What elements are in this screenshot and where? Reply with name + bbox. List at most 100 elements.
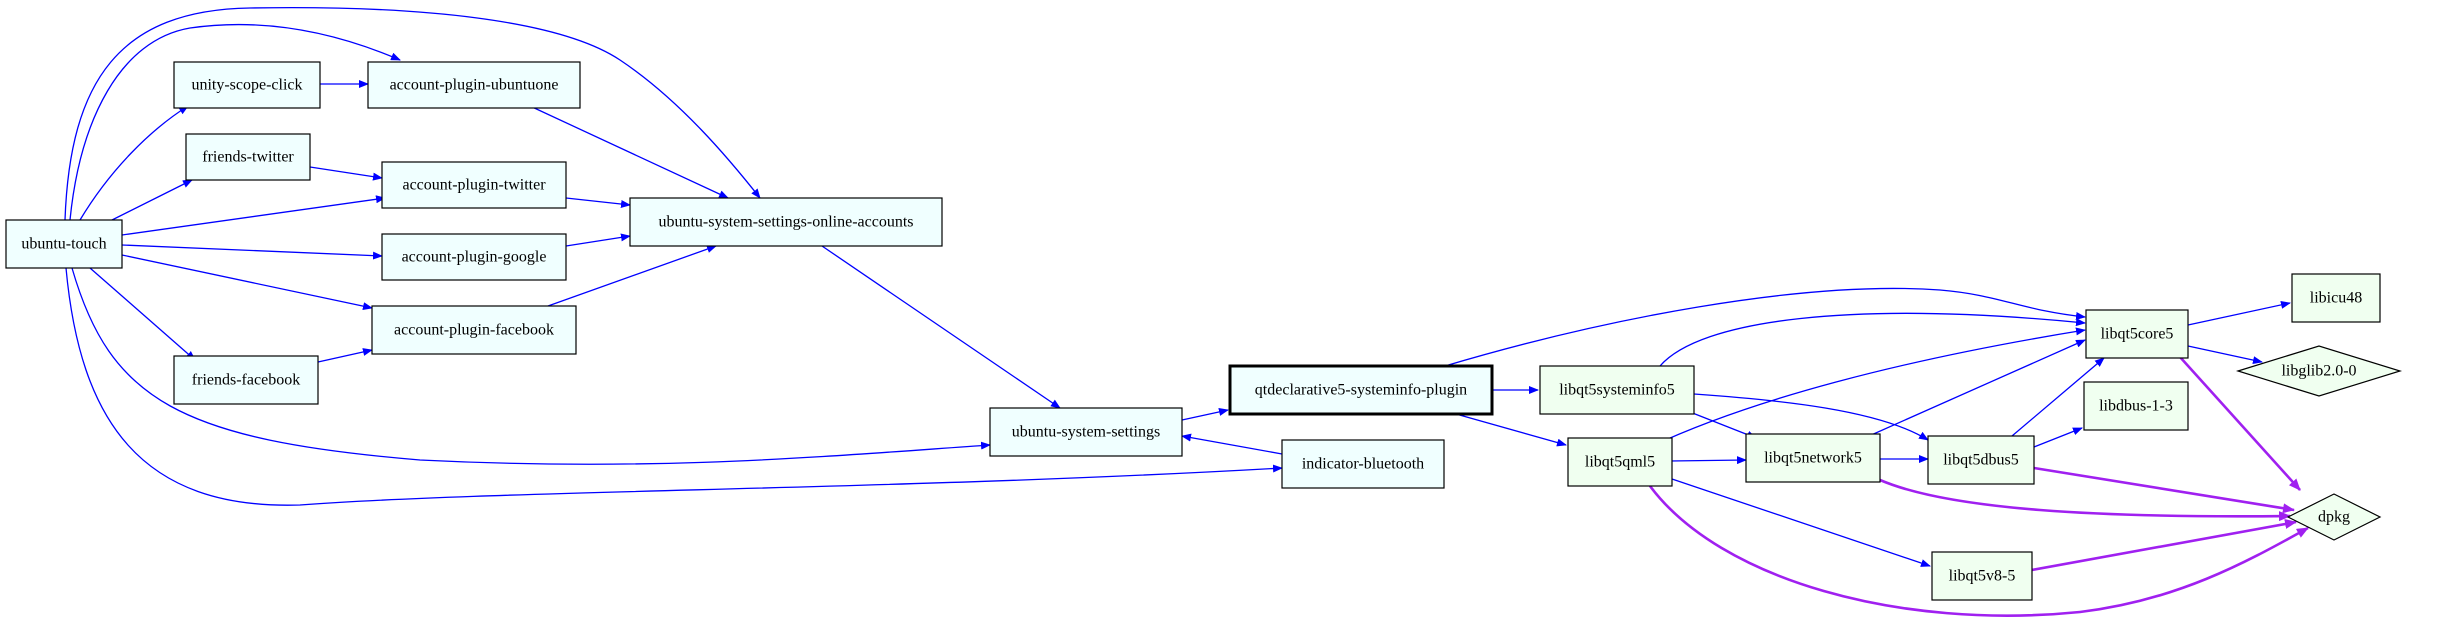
node-libdbus-1-3[interactable]: libdbus-1-3 xyxy=(2083,381,2189,431)
edge-libqt5core5-to-dpkg xyxy=(2179,356,2301,491)
edge-libqt5systeminfo5-to-libqt5core5 xyxy=(1659,312,2086,367)
edge-ubuntu-touch-to-ubuntu-system-settings xyxy=(71,267,991,465)
edge-account-plugin-ubuntuone-to-online-accounts xyxy=(529,105,729,199)
edge-libqt5systeminfo5-to-libqt5network5 xyxy=(1689,411,1757,439)
node-label: ubuntu-system-settings-online-accounts xyxy=(658,214,913,231)
node-friends-facebook[interactable]: friends-facebook xyxy=(173,355,319,405)
edge-libqt5v8-5-to-dpkg xyxy=(2031,519,2297,572)
node-box xyxy=(173,355,319,405)
edge-ubuntu-touch-to-account-plugin-google xyxy=(121,244,383,260)
node-account-plugin-google[interactable]: account-plugin-google xyxy=(381,233,567,281)
edge-qtdeclarative5-to-libqt5core5 xyxy=(1444,287,2086,367)
node-label: libqt5systeminfo5 xyxy=(1559,382,1675,399)
node-box xyxy=(173,61,321,109)
edge-ubuntu-touch-to-indicator-bluetooth xyxy=(65,267,1283,506)
node-libqt5v8-5[interactable]: libqt5v8-5 xyxy=(1931,551,2033,601)
edge-libqt5qml5-to-libqt5network5 xyxy=(1669,456,1747,465)
edge-account-plugin-facebook-to-online-accounts xyxy=(547,245,717,307)
node-box xyxy=(371,305,577,355)
node-label: ubuntu-touch xyxy=(21,236,106,253)
node-dpkg[interactable]: dpkg xyxy=(2286,493,2382,541)
node-unity-scope-click[interactable]: unity-scope-click xyxy=(173,61,321,109)
node-box xyxy=(1931,551,2033,601)
node-box xyxy=(1281,439,1445,489)
node-label: qtdeclarative5-systeminfo-plugin xyxy=(1255,382,1467,399)
node-libqt5core5[interactable]: libqt5core5 xyxy=(2085,309,2189,359)
edge-ubuntu-touch-to-friends-facebook xyxy=(89,267,196,361)
node-ubuntu-system-settings-online-accounts[interactable]: ubuntu-system-settings-online-accounts xyxy=(629,197,943,247)
node-label: libicu48 xyxy=(2310,290,2362,307)
node-box xyxy=(185,133,311,181)
node-indicator-bluetooth[interactable]: indicator-bluetooth xyxy=(1281,439,1445,489)
edge-libqt5core5-to-libglib2-0-0 xyxy=(2187,345,2263,365)
edge-qtdeclarative5-to-libqt5qml5 xyxy=(1455,413,1567,447)
node-account-plugin-facebook[interactable]: account-plugin-facebook xyxy=(371,305,577,355)
node-label: libdbus-1-3 xyxy=(2099,398,2173,415)
node-ubuntu-touch[interactable]: ubuntu-touch xyxy=(5,219,123,269)
node-box xyxy=(381,233,567,281)
node-account-plugin-ubuntuone[interactable]: account-plugin-ubuntuone xyxy=(367,61,581,109)
edge-libqt5dbus5-to-libdbus-1-3 xyxy=(2033,427,2083,448)
node-qtdeclarative5-systeminfo-plugin[interactable]: qtdeclarative5-systeminfo-plugin xyxy=(1228,364,1494,416)
node-box xyxy=(629,197,943,247)
node-box xyxy=(367,61,581,109)
node-label: account-plugin-facebook xyxy=(394,322,554,339)
edge-libqt5qml5-to-dpkg xyxy=(1648,485,2309,617)
node-diamond xyxy=(2286,493,2382,541)
edge-friends-facebook-to-account-plugin-facebook xyxy=(317,348,373,363)
edge-libqt5core5-to-libicu48 xyxy=(2187,300,2291,326)
node-box xyxy=(1745,433,1881,483)
node-box xyxy=(1539,365,1695,415)
edge-libqt5dbus5-to-dpkg xyxy=(2033,466,2295,514)
node-ubuntu-system-settings[interactable]: ubuntu-system-settings xyxy=(989,407,1183,457)
node-diamond xyxy=(2235,345,2403,397)
edge-ubuntu-touch-to-account-plugin-facebook xyxy=(121,254,373,311)
node-libqt5network5[interactable]: libqt5network5 xyxy=(1745,433,1881,483)
nodes: ubuntu-touch unity-scope-click account-p… xyxy=(5,61,2403,601)
node-box xyxy=(5,219,123,269)
edge-indicator-bluetooth-to-ubuntu-system-settings xyxy=(1181,433,1283,455)
node-label: friends-facebook xyxy=(192,372,300,389)
edge-libqt5network5-to-dpkg xyxy=(1879,478,2291,522)
node-box xyxy=(2083,381,2189,431)
node-label: indicator-bluetooth xyxy=(1302,456,1424,473)
edges xyxy=(64,6,2309,617)
node-label: libqt5dbus5 xyxy=(1943,452,2019,469)
node-label: account-plugin-ubuntuone xyxy=(390,77,559,94)
edge-libqt5systeminfo5-to-libqt5dbus5 xyxy=(1693,393,1929,441)
node-label: account-plugin-google xyxy=(402,249,547,266)
node-box xyxy=(1567,437,1673,487)
node-box xyxy=(989,407,1183,457)
node-label: libqt5network5 xyxy=(1764,450,1862,467)
edge-libqt5dbus5-to-libqt5core5 xyxy=(2011,357,2105,437)
node-label: dpkg xyxy=(2318,509,2350,526)
node-libqt5qml5[interactable]: libqt5qml5 xyxy=(1567,437,1673,487)
edge-ubuntu-touch-to-account-plugin-twitter xyxy=(121,195,386,236)
node-account-plugin-twitter[interactable]: account-plugin-twitter xyxy=(381,161,567,209)
node-box xyxy=(381,161,567,209)
node-friends-twitter[interactable]: friends-twitter xyxy=(185,133,311,181)
node-libqt5systeminfo5[interactable]: libqt5systeminfo5 xyxy=(1539,365,1695,415)
edge-friends-twitter-to-account-plugin-twitter xyxy=(309,166,383,181)
edge-ubuntu-touch-to-account-plugin-ubuntuone xyxy=(69,23,401,221)
edge-libqt5qml5-to-libqt5v8-5 xyxy=(1671,478,1931,567)
node-libglib2-0-0[interactable]: libglib2.0-0 xyxy=(2235,345,2403,397)
edge-account-plugin-google-to-online-accounts xyxy=(565,233,631,247)
node-label: account-plugin-twitter xyxy=(402,177,546,194)
node-libicu48[interactable]: libicu48 xyxy=(2291,273,2381,323)
node-label: friends-twitter xyxy=(202,149,294,166)
node-label: libglib2.0-0 xyxy=(2281,363,2356,380)
edge-ubuntu-touch-to-unity-scope-click xyxy=(79,105,189,221)
edge-online-accounts-to-ubuntu-system-settings xyxy=(821,245,1061,409)
node-libqt5dbus5[interactable]: libqt5dbus5 xyxy=(1927,435,2035,485)
edge-ubuntu-touch-to-online-accounts xyxy=(64,6,761,221)
node-label: unity-scope-click xyxy=(191,77,302,94)
node-box xyxy=(1927,435,2035,485)
node-box xyxy=(1228,364,1494,416)
edge-libqt5network5-to-libqt5core5 xyxy=(1859,339,2086,441)
edge-account-plugin-twitter-to-online-accounts xyxy=(565,197,631,208)
node-label: libqt5core5 xyxy=(2101,326,2174,343)
edge-ubuntu-system-settings-to-qtdeclarative5 xyxy=(1181,408,1229,421)
node-box xyxy=(2085,309,2189,359)
